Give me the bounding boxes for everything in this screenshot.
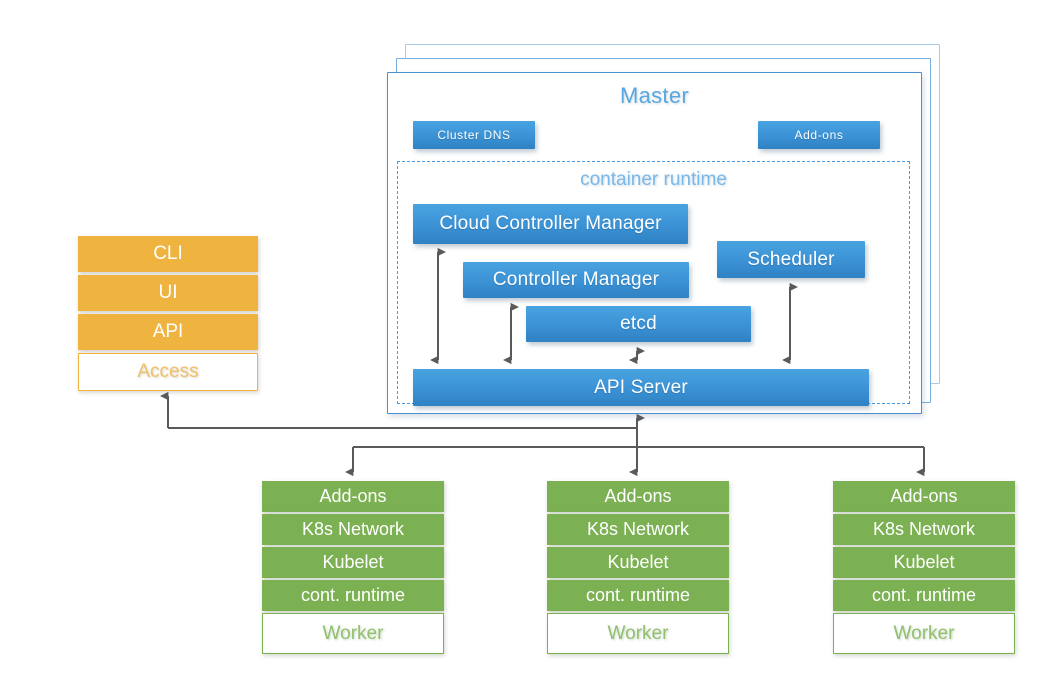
access-footer: Access xyxy=(78,353,258,391)
worker-row-kubelet[interactable]: Kubelet xyxy=(262,547,444,578)
worker-row-addons[interactable]: Add-ons xyxy=(262,481,444,512)
worker-footer: Worker xyxy=(833,613,1015,654)
worker-row-runtime[interactable]: cont. runtime xyxy=(833,580,1015,611)
worker-footer: Worker xyxy=(262,613,444,654)
worker-row-network[interactable]: K8s Network xyxy=(262,514,444,545)
worker-node-2[interactable]: Add-ons K8s Network Kubelet cont. runtim… xyxy=(547,481,729,654)
master-title: Master xyxy=(619,83,690,108)
access-panel[interactable]: CLI UI API Access xyxy=(78,236,258,391)
edge-worker-bus xyxy=(345,446,925,477)
worker-row-addons[interactable]: Add-ons xyxy=(547,481,729,512)
api-server-box[interactable]: API Server xyxy=(413,369,869,406)
master-addons-box[interactable]: Add-ons xyxy=(758,121,880,149)
worker-row-network[interactable]: K8s Network xyxy=(833,514,1015,545)
controller-manager-box[interactable]: Controller Manager xyxy=(463,262,689,298)
access-row-api[interactable]: API xyxy=(78,314,258,350)
worker-node-1[interactable]: Add-ons K8s Network Kubelet cont. runtim… xyxy=(262,481,444,654)
worker-row-kubelet[interactable]: Kubelet xyxy=(833,547,1015,578)
worker-row-kubelet[interactable]: Kubelet xyxy=(547,547,729,578)
worker-row-addons[interactable]: Add-ons xyxy=(833,481,1015,512)
worker-row-runtime[interactable]: cont. runtime xyxy=(547,580,729,611)
scheduler-box[interactable]: Scheduler xyxy=(717,241,865,278)
worker-row-runtime[interactable]: cont. runtime xyxy=(262,580,444,611)
container-runtime-title: container runtime xyxy=(580,169,727,190)
worker-node-3[interactable]: Add-ons K8s Network Kubelet cont. runtim… xyxy=(833,481,1015,654)
cluster-dns-box[interactable]: Cluster DNS xyxy=(413,121,535,149)
worker-footer: Worker xyxy=(547,613,729,654)
access-row-cli[interactable]: CLI xyxy=(78,236,258,272)
master-panel[interactable]: Master Cluster DNS Add-ons container run… xyxy=(387,72,922,414)
cloud-controller-manager-box[interactable]: Cloud Controller Manager xyxy=(413,204,688,244)
etcd-box[interactable]: etcd xyxy=(526,306,751,342)
worker-row-network[interactable]: K8s Network xyxy=(547,514,729,545)
access-row-ui[interactable]: UI xyxy=(78,275,258,311)
